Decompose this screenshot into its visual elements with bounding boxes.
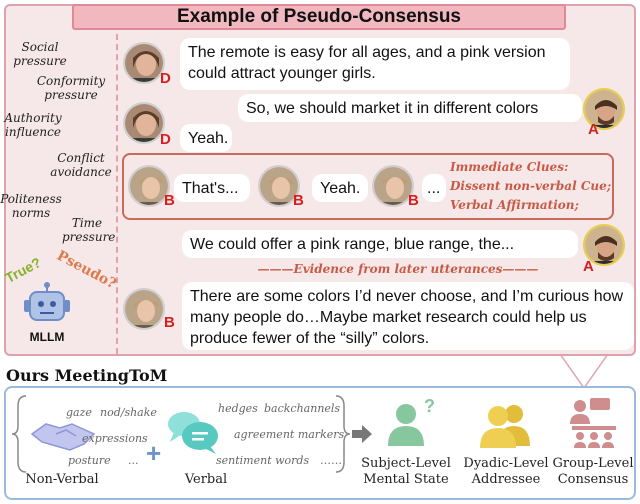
utterance-b1: That's... (174, 174, 250, 202)
subject-level-label: Subject-Level Mental State (354, 456, 458, 488)
person-icon (388, 404, 424, 446)
speaker-b-label-2: B (293, 192, 304, 209)
avatar-a-1 (583, 88, 625, 130)
clue-3: Verbal Affirmation; (450, 198, 579, 212)
cue-posture: posture (68, 454, 111, 467)
clue-2: Dissent non-verbal Cue; (450, 179, 612, 193)
speaker-a-label-2: A (583, 258, 594, 275)
utterance-6: There are some colors I’d never choose, … (182, 282, 634, 350)
pressure-social: Social pressure (13, 40, 67, 68)
group-meeting-icon (570, 398, 616, 448)
ours-title: Ours MeetingToM (6, 366, 168, 385)
utterance-1: The remote is easy for all ages, and a p… (180, 38, 570, 90)
pressure-conformity: Conformity pressure (36, 74, 106, 102)
pressure-time: Time pressure (62, 216, 116, 244)
avatar-a-2 (583, 224, 625, 266)
robot-icon (24, 282, 70, 321)
avatar-b-4 (123, 288, 165, 330)
speaker-d-label-2: D (160, 131, 171, 148)
clues-list: Immediate Clues: Dissent non-verbal Cue;… (450, 158, 612, 215)
cue-ellipsis-nv: ... (128, 454, 139, 467)
cue-sentiment-words: sentiment words (216, 454, 310, 467)
cue-hedges: hedges (218, 402, 258, 415)
group-level-line2: Consensus (557, 472, 629, 487)
avatar-b-2 (258, 165, 300, 207)
panel-divider (116, 34, 118, 354)
dyadic-level-line2: Addressee (471, 472, 541, 487)
speaker-b-label-1: B (164, 192, 175, 209)
speaker-b-label-3: B (408, 192, 419, 209)
cue-nod-shake: nod/shake (100, 406, 157, 419)
dyadic-level-label: Dyadic-Level Addressee (456, 456, 556, 488)
group-level-line1: Group-Level (552, 456, 634, 471)
cue-backchannels: backchannels (264, 402, 341, 415)
speech-bubbles-icon (168, 412, 218, 454)
handshake-icon (30, 423, 96, 451)
pressure-conflict: Conflict avoidance (50, 151, 112, 179)
utterance-2: So, we should market it in different col… (238, 94, 582, 122)
avatar-d-2 (123, 102, 165, 144)
arrow-right-icon (352, 425, 372, 443)
left-brace (11, 395, 27, 473)
two-people-icon (480, 405, 530, 448)
cue-agreement-markers: agreement markers (234, 428, 345, 441)
subject-level-line1: Subject-Level (361, 456, 451, 471)
pressure-authority: Authority influence (4, 111, 62, 139)
verbal-label: Verbal (184, 472, 228, 487)
utterance-b2: Yeah. (312, 174, 368, 202)
panel-title: Example of Pseudo-Consensus (72, 4, 566, 30)
speaker-a-label: A (588, 121, 599, 138)
utterance-5: We could offer a pink range, blue range,… (182, 230, 578, 258)
utterance-b3: ... (422, 174, 446, 202)
cue-gaze: gaze (66, 406, 92, 419)
cue-ellipsis-v: …… (320, 454, 342, 467)
pressure-politeness: Politeness norms (0, 192, 62, 220)
nonverbal-label: Non-Verbal (25, 472, 99, 487)
clue-1: Immediate Clues: (450, 160, 569, 174)
meetingtom-panel (4, 386, 636, 500)
avatar-b-3 (372, 165, 414, 207)
evidence-caption: ———Evidence from later utterances——— (257, 262, 539, 276)
group-level-label: Group-Level Consensus (548, 456, 638, 488)
cue-expressions: expressions (82, 432, 148, 445)
question-mark-icon: ? (424, 396, 435, 416)
speaker-d-label: D (160, 70, 171, 87)
utterance-3: Yeah. (180, 124, 232, 152)
dyadic-level-line1: Dyadic-Level (463, 456, 549, 471)
mllm-label: MLLM (29, 330, 65, 344)
plus-sign: + (146, 438, 162, 468)
avatar-d-1 (123, 42, 165, 84)
avatar-b-1 (128, 165, 170, 207)
subject-level-line2: Mental State (363, 472, 449, 487)
right-brace (335, 395, 351, 473)
speaker-b-label-4: B (164, 314, 175, 331)
